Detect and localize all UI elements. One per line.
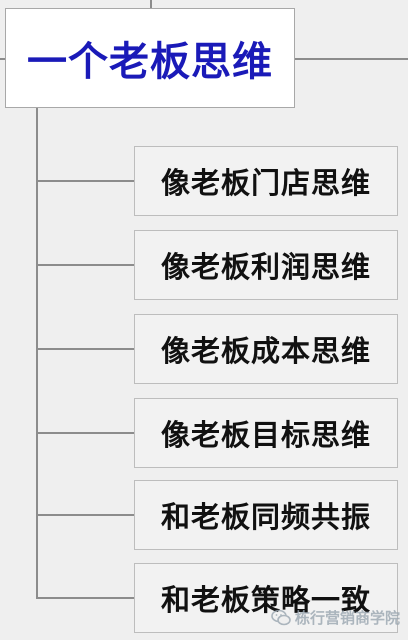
child-node-label: 和老板同频共振 — [160, 500, 371, 534]
child-node-label: 和老板策略一致 — [160, 583, 371, 617]
connector-branch — [36, 432, 134, 434]
connector-left-stub — [0, 58, 5, 60]
chat-bubble-icon — [271, 609, 291, 625]
connector-top-stub — [150, 0, 152, 8]
root-node-label: 一个老板思维 — [27, 39, 273, 85]
child-node-label: 像老板门店思维 — [160, 166, 371, 200]
connector-branch — [36, 264, 134, 266]
child-node-goal[interactable]: 像老板目标思维 — [134, 398, 398, 468]
child-node-store[interactable]: 像老板门店思维 — [134, 146, 398, 216]
connector-right-stub — [295, 58, 408, 60]
connector-branch — [36, 348, 134, 350]
watermark-text: 栋行营销商学院 — [294, 609, 400, 627]
root-node[interactable]: 一个老板思维 — [5, 8, 295, 108]
child-node-sync[interactable]: 和老板同频共振 — [134, 480, 398, 550]
child-node-label: 像老板目标思维 — [160, 418, 371, 452]
child-node-cost[interactable]: 像老板成本思维 — [134, 314, 398, 384]
connector-branch — [36, 180, 134, 182]
watermark: 栋行营销商学院 — [271, 607, 400, 628]
child-node-label: 像老板成本思维 — [160, 334, 371, 368]
connector-branch — [36, 514, 134, 516]
child-node-strategy[interactable]: 和老板策略一致 — [134, 563, 398, 633]
connector-branch — [36, 597, 134, 599]
child-node-profit[interactable]: 像老板利润思维 — [134, 230, 398, 300]
connector-trunk — [36, 108, 38, 598]
child-node-label: 像老板利润思维 — [160, 250, 371, 284]
